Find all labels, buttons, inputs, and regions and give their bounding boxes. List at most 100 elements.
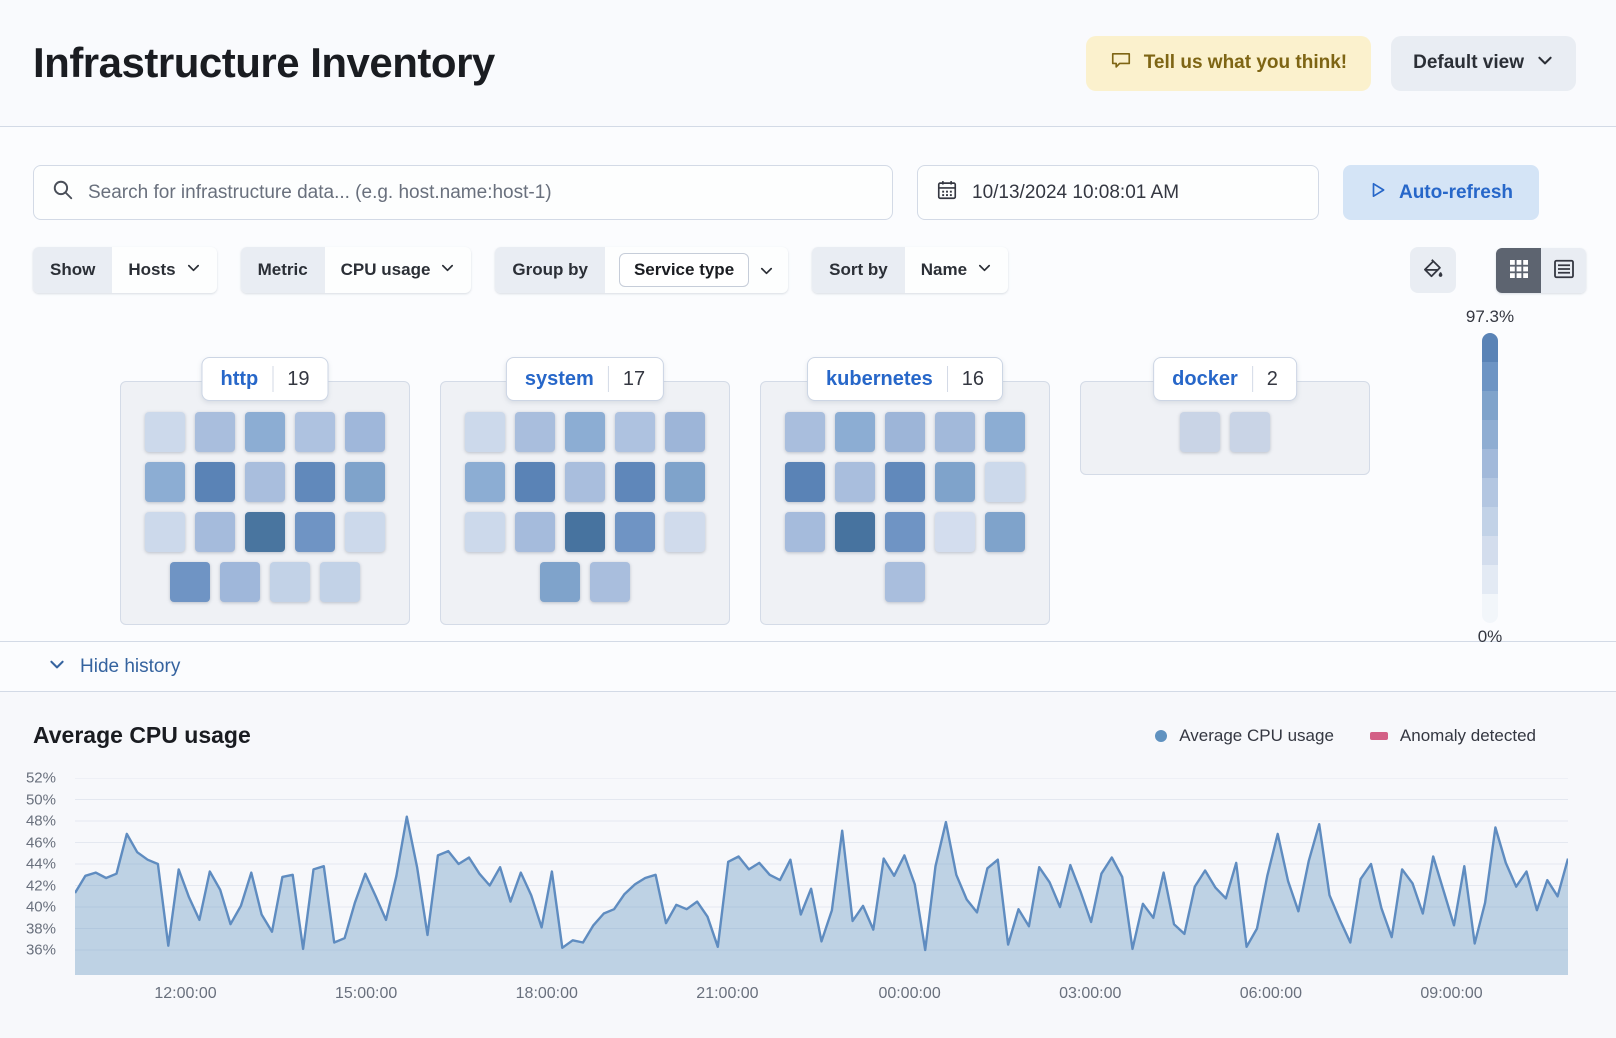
x-axis-tick: 09:00:00 xyxy=(1420,985,1483,1002)
view-selector-button[interactable]: Default view xyxy=(1391,35,1576,91)
cpu-usage-chart[interactable] xyxy=(75,778,1568,975)
host-square[interactable] xyxy=(195,412,235,452)
host-square[interactable] xyxy=(295,412,335,452)
host-square[interactable] xyxy=(615,412,655,452)
badge-divider xyxy=(272,366,274,392)
host-square[interactable] xyxy=(170,562,210,602)
host-square[interactable] xyxy=(935,512,975,552)
host-square[interactable] xyxy=(145,512,185,552)
host-square[interactable] xyxy=(320,562,360,602)
host-square[interactable] xyxy=(615,462,655,502)
host-square[interactable] xyxy=(665,412,705,452)
host-square[interactable] xyxy=(1180,412,1220,452)
host-square[interactable] xyxy=(540,562,580,602)
group-by-filter[interactable]: Group by Service type xyxy=(495,247,789,293)
show-filter-value: Hosts xyxy=(128,260,176,279)
host-square[interactable] xyxy=(195,462,235,502)
host-square[interactable] xyxy=(885,512,925,552)
history-toggle-row: Hide history xyxy=(0,641,1616,692)
host-square[interactable] xyxy=(145,412,185,452)
metric-filter-label: Metric xyxy=(240,247,325,293)
host-square[interactable] xyxy=(245,512,285,552)
group-name-link[interactable]: system xyxy=(524,367,594,390)
feedback-button[interactable]: Tell us what you think! xyxy=(1085,35,1372,91)
host-square[interactable] xyxy=(270,562,310,602)
host-square[interactable] xyxy=(590,562,630,602)
y-axis-tick: 40% xyxy=(25,898,56,916)
chart-legend: Average CPU usage Anomaly detected xyxy=(1155,726,1536,746)
chevron-down-icon xyxy=(749,263,788,278)
host-square[interactable] xyxy=(145,462,185,502)
chevron-down-icon xyxy=(977,260,992,280)
show-filter[interactable]: Show Hosts xyxy=(33,247,217,293)
scale-max-label: 97.3% xyxy=(1465,307,1515,326)
host-square[interactable] xyxy=(835,462,875,502)
group-count: 17 xyxy=(622,367,646,390)
group-name-link[interactable]: http xyxy=(220,367,259,390)
group-name-link[interactable]: kubernetes xyxy=(826,367,933,390)
metric-filter-value: CPU usage xyxy=(340,260,431,279)
host-square[interactable] xyxy=(515,512,555,552)
legend-item-anomaly[interactable]: Anomaly detected xyxy=(1369,726,1536,746)
calendar-icon xyxy=(936,179,958,207)
host-square[interactable] xyxy=(615,512,655,552)
group-badge: system 17 xyxy=(505,357,665,401)
host-square[interactable] xyxy=(515,462,555,502)
host-square[interactable] xyxy=(935,412,975,452)
host-square[interactable] xyxy=(295,512,335,552)
auto-refresh-button[interactable]: Auto-refresh xyxy=(1343,165,1539,220)
y-axis-tick: 42% xyxy=(25,877,56,894)
table-view-button[interactable] xyxy=(1541,247,1586,293)
host-square[interactable] xyxy=(295,462,335,502)
host-square[interactable] xyxy=(345,512,385,552)
host-square[interactable] xyxy=(835,412,875,452)
metric-filter[interactable]: Metric CPU usage xyxy=(240,247,472,293)
host-square[interactable] xyxy=(665,462,705,502)
speech-bubble-icon xyxy=(1110,49,1132,77)
host-square[interactable] xyxy=(785,412,825,452)
host-square[interactable] xyxy=(565,512,605,552)
group-by-filter-value[interactable]: Service type xyxy=(618,253,750,287)
host-square[interactable] xyxy=(885,562,925,602)
show-filter-label: Show xyxy=(33,247,113,293)
host-square[interactable] xyxy=(345,412,385,452)
host-square[interactable] xyxy=(465,512,505,552)
y-axis-tick: 46% xyxy=(25,834,56,851)
host-square[interactable] xyxy=(785,462,825,502)
y-axis-tick: 36% xyxy=(25,941,56,959)
search-input[interactable] xyxy=(88,181,874,204)
host-square[interactable] xyxy=(565,412,605,452)
page-header: Infrastructure Inventory Tell us what yo… xyxy=(0,0,1616,127)
host-square[interactable] xyxy=(985,462,1025,502)
host-square[interactable] xyxy=(885,412,925,452)
host-square[interactable] xyxy=(345,462,385,502)
legend-item-cpu[interactable]: Average CPU usage xyxy=(1155,726,1334,746)
color-palette-button[interactable] xyxy=(1410,247,1456,293)
group-name-link[interactable]: docker xyxy=(1172,367,1238,390)
host-square[interactable] xyxy=(195,512,235,552)
host-square[interactable] xyxy=(465,462,505,502)
host-square[interactable] xyxy=(245,412,285,452)
hide-history-toggle[interactable]: Hide history xyxy=(48,655,180,679)
host-square[interactable] xyxy=(935,462,975,502)
host-square[interactable] xyxy=(985,412,1025,452)
host-square[interactable] xyxy=(245,462,285,502)
host-square[interactable] xyxy=(565,462,605,502)
date-picker[interactable]: 10/13/2024 10:08:01 AM xyxy=(917,165,1319,220)
host-square[interactable] xyxy=(515,412,555,452)
host-square[interactable] xyxy=(465,412,505,452)
host-square[interactable] xyxy=(665,512,705,552)
host-square[interactable] xyxy=(785,512,825,552)
chevron-down-icon xyxy=(1536,51,1554,75)
host-square[interactable] xyxy=(1230,412,1270,452)
sort-by-filter[interactable]: Sort by Name xyxy=(812,247,1009,293)
host-square[interactable] xyxy=(220,562,260,602)
metric-scale-legend: 97.3% 0% xyxy=(1460,307,1520,647)
map-view-button[interactable] xyxy=(1496,247,1541,293)
list-view-icon xyxy=(1552,257,1576,284)
host-square[interactable] xyxy=(885,462,925,502)
host-square[interactable] xyxy=(835,512,875,552)
host-square[interactable] xyxy=(985,512,1025,552)
hide-history-label: Hide history xyxy=(80,655,181,677)
